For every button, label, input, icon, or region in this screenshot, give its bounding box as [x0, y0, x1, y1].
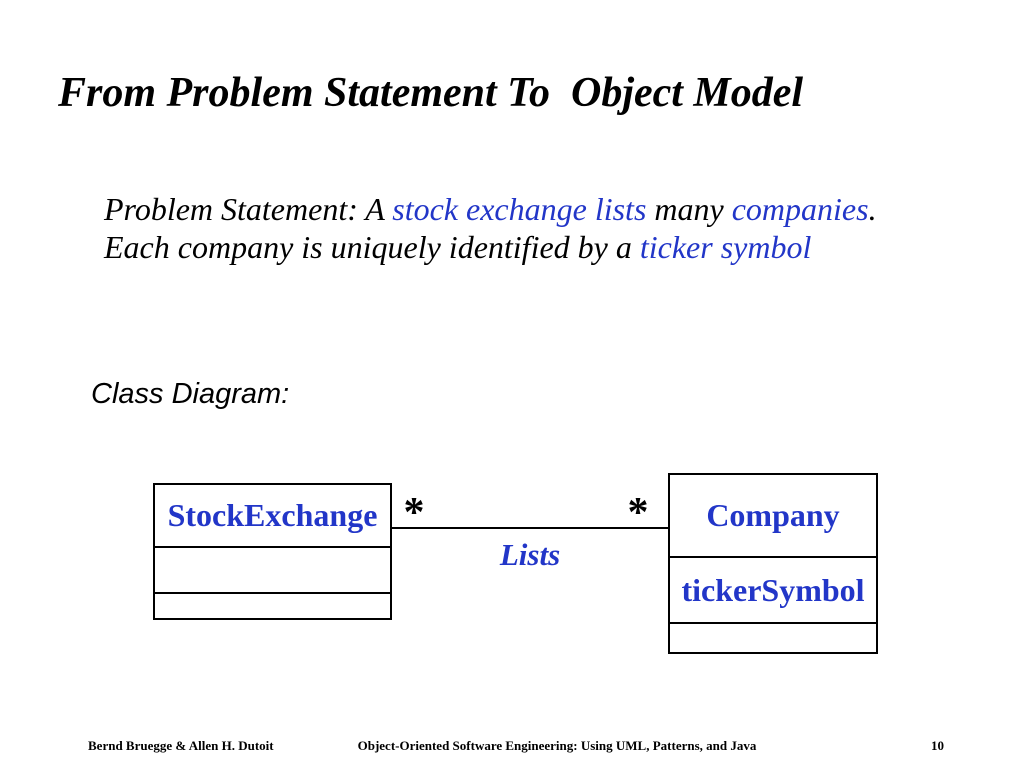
footer-book-title: Object-Oriented Software Engineering: Us…: [357, 738, 757, 753]
text-segment-highlight: ticker symbol: [639, 229, 812, 265]
text-segment: Problem Statement: A: [104, 191, 393, 227]
text-segment: many: [646, 191, 732, 227]
footer-page-number: 10: [931, 738, 944, 753]
text-segment: Each company is uniquely identified by a: [104, 229, 640, 265]
class-name-company: Company: [706, 497, 840, 533]
footer-authors: Bernd Bruegge & Allen H. Dutoit: [88, 738, 274, 753]
text-segment: .: [868, 191, 877, 227]
attributes-compartment: [155, 548, 390, 594]
name-compartment: Company: [670, 475, 876, 558]
attribute-tickersymbol: tickerSymbol: [681, 571, 865, 608]
association-name: Lists: [499, 537, 561, 572]
footer: Bernd Bruegge & Allen H. Dutoit Object-O…: [0, 738, 1024, 758]
attributes-compartment: tickerSymbol: [670, 558, 876, 624]
multiplicity-target: *: [627, 490, 649, 536]
uml-class-stockexchange: StockExchange: [153, 483, 392, 620]
operations-compartment: [155, 594, 390, 618]
association-line: [392, 527, 668, 529]
text-segment-highlight: companies: [731, 191, 869, 227]
operations-compartment: [670, 624, 876, 652]
slide-title: From Problem Statement To Object Model: [58, 70, 804, 117]
name-compartment: StockExchange: [155, 485, 390, 548]
class-name-stockexchange: StockExchange: [167, 497, 378, 533]
class-diagram-label: Class Diagram:: [91, 378, 290, 410]
text-segment-highlight: stock exchange lists: [392, 191, 647, 227]
problem-statement: Problem Statement: A stock exchange list…: [104, 190, 974, 266]
multiplicity-source: *: [403, 490, 425, 536]
uml-class-company: Company tickerSymbol: [668, 473, 878, 654]
